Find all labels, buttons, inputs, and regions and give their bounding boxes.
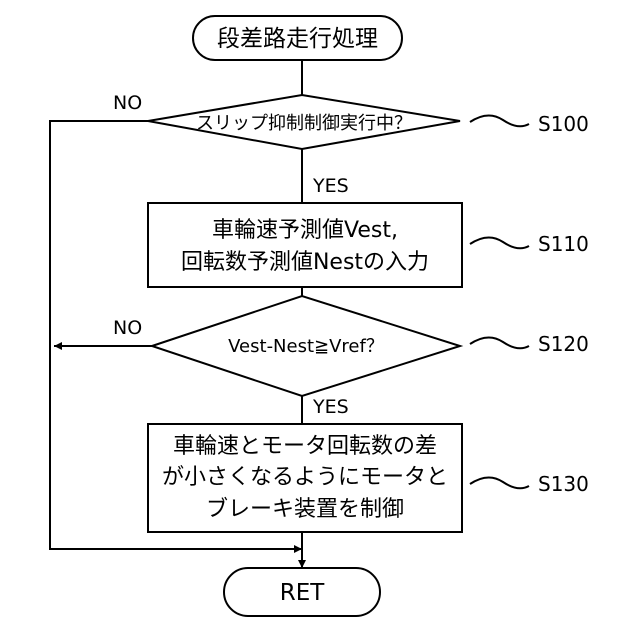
decision-s100-yes-label: YES [312, 175, 349, 197]
process-s110: 車輪速予測値Vest, 回転数予測値Nestの入力 [148, 203, 462, 287]
start-label: 段差路走行処理 [217, 26, 378, 52]
step-id-s120: S120 [538, 332, 589, 356]
process-s130-line-3: ブレーキ装置を制御 [206, 497, 404, 522]
end-terminal: RET [224, 568, 380, 616]
process-s110-line-2: 回転数予測値Nestの入力 [181, 250, 429, 275]
decision-s120-no-label: NO [113, 317, 142, 339]
step-leader-s120 [470, 337, 529, 348]
step-id-s100: S100 [538, 112, 589, 136]
step-leader-s100 [470, 115, 529, 126]
start-terminal: 段差路走行処理 [193, 16, 402, 60]
step-id-s110: S110 [538, 232, 589, 256]
end-label: RET [280, 580, 326, 606]
process-s110-line-1: 車輪速予測値Vest, [212, 218, 398, 243]
process-s130-line-2: が小さくなるようにモータと [162, 465, 448, 490]
decision-s100-no-label: NO [113, 92, 142, 114]
process-s130: 車輪速とモータ回転数の差 が小さくなるようにモータと ブレーキ装置を制御 [148, 424, 462, 532]
decision-s100: スリップ抑制制御実行中？ [148, 95, 460, 149]
step-leader-s130 [470, 477, 529, 488]
step-id-s130: S130 [538, 472, 589, 496]
step-leader-s110 [470, 237, 529, 248]
decision-s120-yes-label: YES [312, 396, 349, 418]
decision-s100-label: スリップ抑制制御実行中？ [196, 113, 412, 134]
decision-s120-label: Vest-Nest≧Vref？ [228, 336, 384, 357]
process-s130-line-1: 車輪速とモータ回転数の差 [173, 434, 437, 459]
decision-s120: Vest-Nest≧Vref？ [152, 296, 460, 396]
